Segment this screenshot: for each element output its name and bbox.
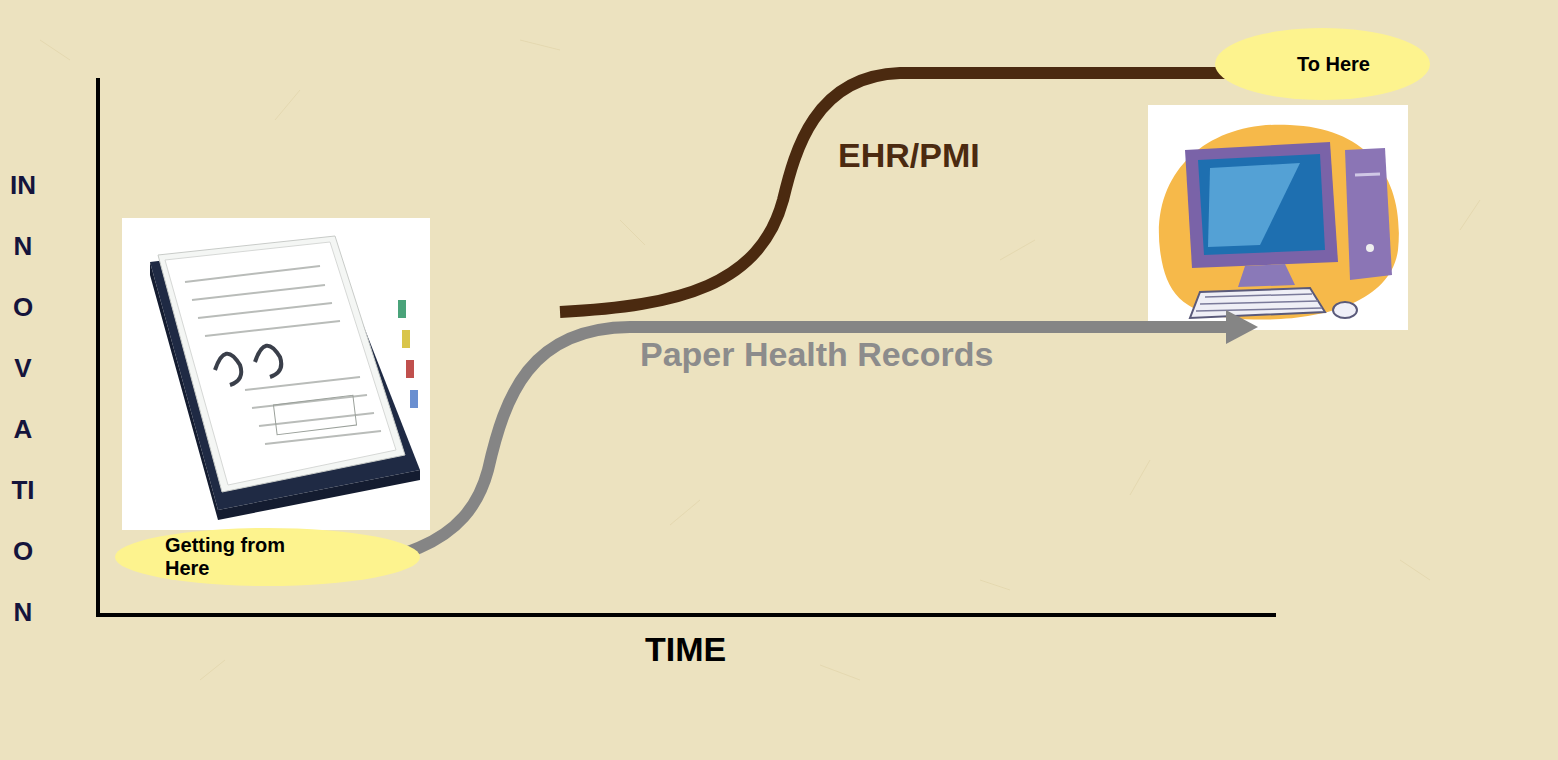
node-label: To Here	[1297, 53, 1370, 76]
binder-picture	[122, 218, 430, 530]
target-ellipse: To Here	[1215, 28, 1430, 100]
x-axis	[96, 613, 1276, 617]
axis-title: TIME	[645, 630, 726, 669]
y-axis	[96, 78, 100, 617]
computer-picture	[1148, 105, 1408, 330]
node-text-holder: Getting from Here	[165, 534, 305, 580]
ehr-curve	[560, 73, 1258, 312]
curve-label: EHR/PMI	[838, 136, 980, 175]
start-ellipse: Getting from Here	[115, 528, 420, 586]
paper-texture	[40, 40, 1480, 680]
node-text-holder: To Here	[1297, 53, 1370, 76]
curve-label: Paper Health Records	[640, 335, 993, 374]
paper-curve	[262, 327, 1228, 572]
arrow-head	[1226, 310, 1258, 344]
node-label: Getting from Here	[165, 534, 305, 580]
axis-title: INNOVATION	[6, 155, 36, 643]
